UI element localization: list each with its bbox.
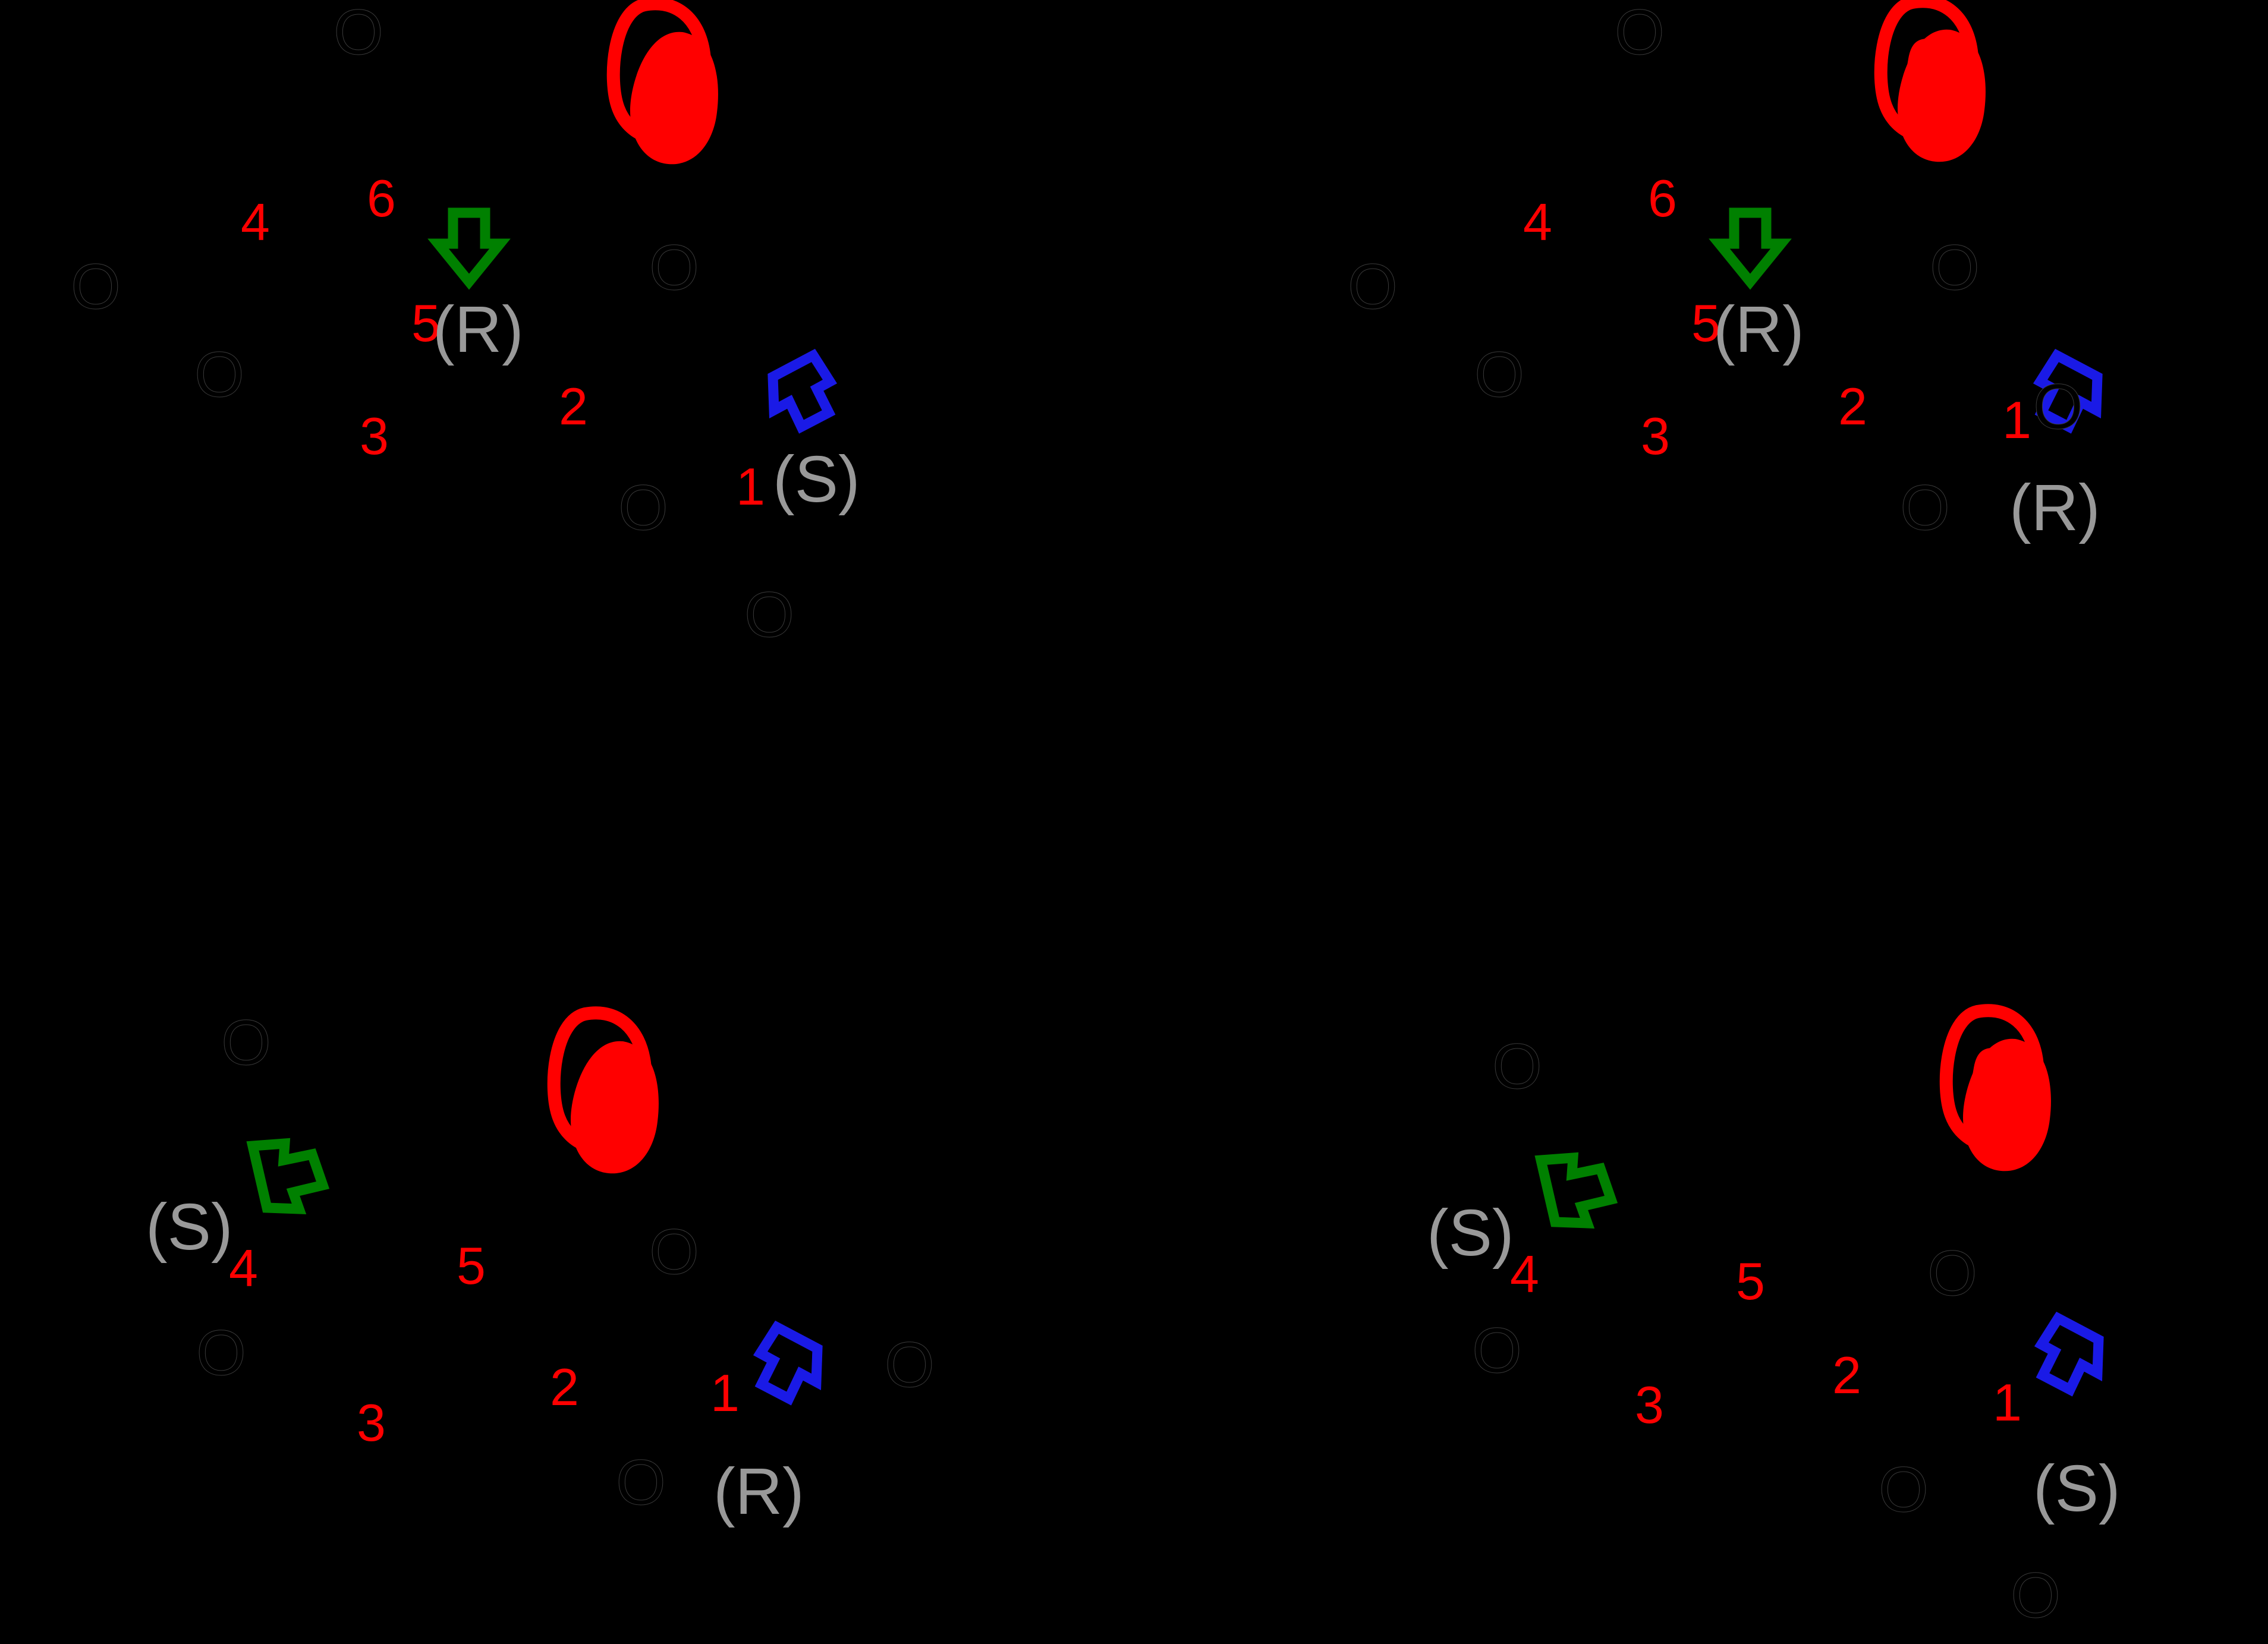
cip-descriptor: (R)	[1713, 293, 1804, 366]
atom-label-o: O	[1927, 1237, 1978, 1309]
badge-symbol: β	[1898, 24, 1940, 113]
atom-label-o: O	[615, 1446, 666, 1518]
ring-locant-4: 4	[229, 1239, 258, 1297]
anomeric-badge-beta: β	[1926, 1003, 2081, 1182]
atom-label-o: O	[1471, 1314, 1523, 1386]
ring-locant-5: 5	[1691, 294, 1720, 352]
ring-locant-3: 3	[1641, 407, 1670, 465]
atom-label-o: O	[1492, 1030, 1543, 1102]
ring-locant-2: 2	[1838, 377, 1867, 436]
ring-locant-2: 2	[1832, 1346, 1861, 1404]
ring-locant-4: 4	[241, 193, 270, 251]
cip-descriptor: (S)	[773, 443, 860, 516]
ring-locant-3: 3	[1635, 1375, 1664, 1434]
cip-descriptor: (S)	[146, 1191, 233, 1264]
atom-label-o: O	[1929, 231, 1980, 303]
cip-descriptor: (R)	[713, 1455, 804, 1528]
atom-label-o: O	[1614, 0, 1665, 68]
atom-label-o: O	[1347, 250, 1398, 322]
ring-locant-6: 6	[367, 169, 396, 228]
blue-down-left-arrow	[755, 348, 838, 434]
atom-label-o: O	[1899, 471, 1951, 543]
ring-locant-5: 5	[1736, 1252, 1765, 1311]
green-up-left-arrow	[1534, 1149, 1618, 1233]
cip-descriptor: (R)	[433, 293, 524, 366]
panel-bottom-right: β O O O O O 4 5 3 2 1 (S) (S)	[1281, 999, 2268, 1644]
atom-label-o: O	[649, 231, 700, 303]
atom-label-o: O	[333, 0, 384, 68]
cip-descriptor: (S)	[1427, 1196, 1514, 1270]
molecular-skeleton	[1516, 1085, 2045, 1572]
blue-down-right-arrow	[2032, 348, 2115, 434]
atom-label-o: O	[196, 1317, 247, 1388]
ring-locant-3: 3	[357, 1393, 386, 1452]
ring-locant-3: 3	[360, 407, 389, 465]
ring-locant-5: 5	[411, 294, 441, 352]
panel-bottom-left: α O O O O O 4 5 3 2 1 (S) (R)	[0, 999, 987, 1644]
atom-label-o: O	[70, 250, 121, 322]
atom-label-o: O	[884, 1328, 935, 1400]
atom-label-o: O	[2010, 1559, 2061, 1631]
badge-symbol: β	[1964, 1034, 2006, 1122]
badge-symbol: α	[578, 1038, 617, 1117]
anomeric-badge-alpha: α	[534, 1006, 688, 1184]
blue-down-right-arrow	[752, 1320, 835, 1406]
cip-descriptor: (S)	[2033, 1452, 2121, 1525]
ring-locant-1: 1	[2002, 390, 2031, 449]
atom-label-o: O	[1878, 1453, 1929, 1525]
cip-descriptor: (R)	[2009, 471, 2100, 544]
atom-label-o: O	[194, 338, 245, 410]
ring-locant-4: 4	[1523, 193, 1552, 251]
panel-top-right: β O O O O O O 6 4 5 3 2 1 (R) (R)	[1281, 0, 2268, 713]
green-down-arrow	[1709, 207, 1792, 290]
ring-locant-1: 1	[736, 457, 765, 516]
badge-symbol: α	[638, 29, 677, 108]
ring-locant-2: 2	[559, 377, 588, 436]
atom-label-o: O	[221, 1006, 272, 1078]
anomeric-badge-beta: β	[1861, 0, 2015, 172]
atom-label-o: O	[618, 471, 669, 543]
green-up-left-arrow	[246, 1135, 330, 1218]
panel-top-left: α O O O O O O 6 4 5 3 2 1 (R) (S)	[0, 0, 951, 713]
ring-locant-2: 2	[550, 1358, 579, 1416]
blue-down-right-arrow	[2033, 1311, 2116, 1397]
ring-locant-5: 5	[457, 1236, 486, 1295]
ring-locant-6: 6	[1648, 169, 1677, 228]
anomeric-badge-alpha: α	[593, 0, 748, 175]
atom-label-o: O	[1474, 338, 1525, 410]
ring-locant-1: 1	[710, 1363, 740, 1422]
ring-locant-1: 1	[1993, 1373, 2022, 1432]
atom-label-o: O	[2033, 370, 2084, 442]
atom-label-o: O	[744, 578, 795, 650]
molecular-skeleton	[241, 1061, 788, 1459]
ring-locant-4: 4	[1510, 1245, 1539, 1303]
atom-label-o: O	[649, 1215, 700, 1287]
green-down-arrow	[427, 207, 511, 290]
